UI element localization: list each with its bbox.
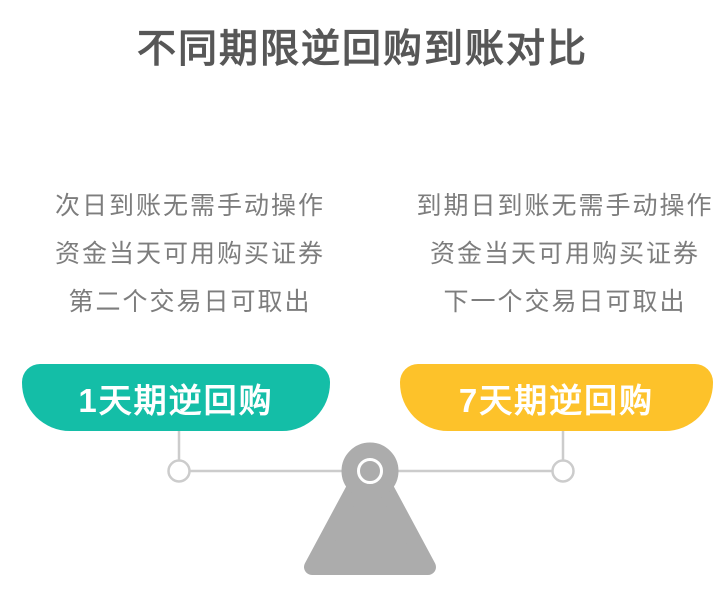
left-feature-list: 次日到账无需手动操作 资金当天可用购买证券 第二个交易日可取出 <box>30 182 350 326</box>
fulcrum-triangle <box>304 451 436 575</box>
left-feature-line-1: 次日到账无需手动操作 <box>54 192 325 220</box>
right-beam-end-circle <box>551 459 575 483</box>
fulcrum-dome <box>341 442 399 500</box>
left-feature-line-2: 资金当天可用购买证券 <box>54 240 325 268</box>
left-feature-line-3: 第二个交易日可取出 <box>68 288 312 316</box>
pivot-circle-icon <box>357 458 383 484</box>
seven-day-repo-button[interactable]: 7天期逆回购 <box>400 364 713 431</box>
right-feature-line-2: 资金当天可用购买证券 <box>429 240 700 268</box>
page-title: 不同期限逆回购到账对比 <box>136 28 588 71</box>
right-feature-line-3: 下一个交易日可取出 <box>443 288 687 316</box>
left-beam-end-circle <box>167 459 191 483</box>
one-day-repo-button[interactable]: 1天期逆回购 <box>22 364 330 431</box>
right-feature-line-1: 到期日到账无需手动操作 <box>416 192 714 220</box>
right-feature-list: 到期日到账无需手动操作 资金当天可用购买证券 下一个交易日可取出 <box>402 182 725 326</box>
